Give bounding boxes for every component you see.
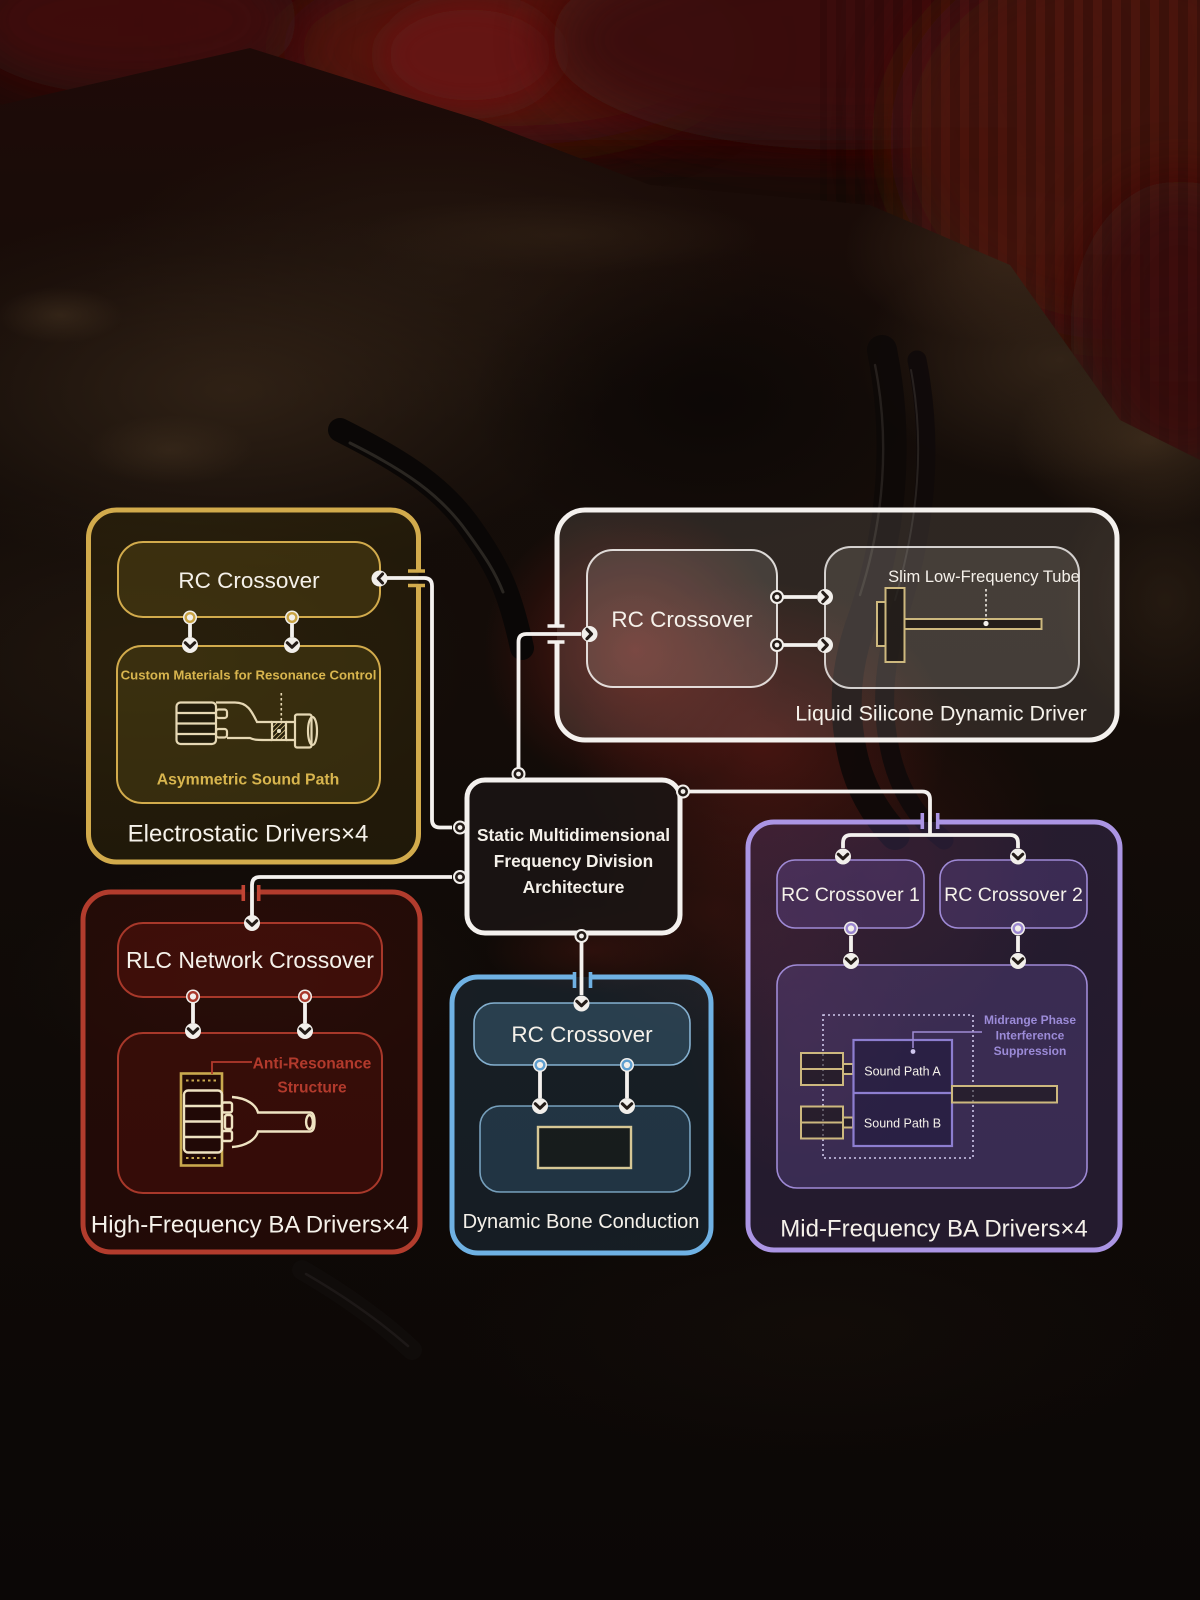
- svg-text:Structure: Structure: [277, 1079, 347, 1096]
- svg-text:Electrostatic Drivers×4: Electrostatic Drivers×4: [128, 820, 369, 847]
- svg-text:Architecture: Architecture: [523, 877, 625, 897]
- svg-text:Suppression: Suppression: [994, 1044, 1067, 1058]
- svg-text:RC Crossover: RC Crossover: [511, 1022, 653, 1047]
- svg-text:Anti-Resonance: Anti-Resonance: [253, 1055, 372, 1072]
- svg-text:Slim Low-Frequency Tube: Slim Low-Frequency Tube: [888, 568, 1080, 586]
- svg-text:Frequency Division: Frequency Division: [494, 851, 653, 871]
- svg-text:RC Crossover: RC Crossover: [611, 607, 753, 632]
- svg-text:RC Crossover 2: RC Crossover 2: [944, 884, 1083, 906]
- svg-text:Dynamic Bone Conduction: Dynamic Bone Conduction: [463, 1211, 700, 1233]
- svg-text:RLC Network Crossover: RLC Network Crossover: [126, 947, 374, 973]
- svg-text:RC Crossover 1: RC Crossover 1: [781, 884, 920, 906]
- svg-text:Sound Path B: Sound Path B: [864, 1116, 941, 1130]
- svg-text:Custom Materials for Resonance: Custom Materials for Resonance Control: [121, 668, 377, 683]
- svg-text:Interference: Interference: [996, 1029, 1065, 1043]
- svg-text:Midrange Phase: Midrange Phase: [984, 1013, 1076, 1027]
- svg-text:RC Crossover: RC Crossover: [178, 568, 320, 593]
- svg-text:Liquid Silicone Dynamic Driver: Liquid Silicone Dynamic Driver: [795, 702, 1087, 726]
- svg-text:Static Multidimensional: Static Multidimensional: [477, 825, 670, 845]
- svg-text:High-Frequency BA Drivers×4: High-Frequency BA Drivers×4: [91, 1211, 409, 1238]
- svg-text:Asymmetric Sound Path: Asymmetric Sound Path: [157, 772, 340, 789]
- svg-text:Mid-Frequency BA Drivers×4: Mid-Frequency BA Drivers×4: [780, 1215, 1087, 1242]
- svg-text:Sound Path A: Sound Path A: [864, 1064, 941, 1078]
